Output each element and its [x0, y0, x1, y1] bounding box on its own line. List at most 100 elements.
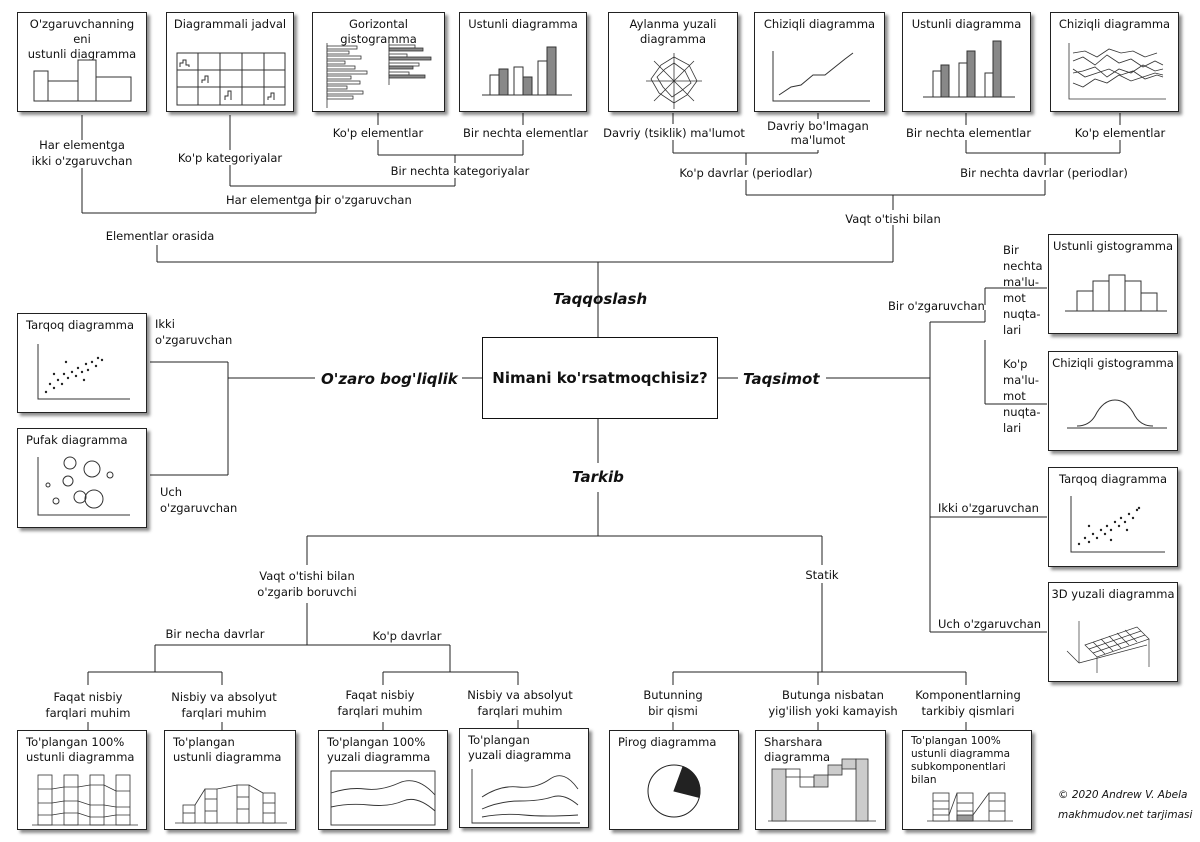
label-relative-absolute-2: Nisbiy va absolyut farqlari muhim [467, 688, 573, 718]
scatter-chart-icon [1070, 496, 1165, 553]
label-among-items: Elementlar orasida [105, 229, 215, 243]
chart-title: Diagrammali jadval [173, 17, 287, 31]
chart-title: Chiziqli gistogramma [1052, 356, 1174, 370]
label-few-periods: Bir nechta davrlar (periodlar) [960, 166, 1128, 180]
label-dist-two-vars: Ikki o'zgaruvchan [938, 501, 1039, 515]
line-chart-card-2: Chiziqli diagramma [1050, 12, 1179, 112]
label-many-periods-composition: Ko'p davrlar [372, 629, 442, 643]
line-histogram-card: Chiziqli gistogramma [1048, 351, 1178, 451]
column-chart-icon [482, 46, 572, 96]
line-histogram-icon [1067, 399, 1167, 429]
chart-title: To'plangan ustunli diagramma [173, 735, 282, 764]
line-chart-card-1: Chiziqli diagramma [754, 12, 885, 112]
chart-title: Chiziqli diagramma [1058, 17, 1171, 31]
variable-width-column-chart-card: O'zgaruvchanning eni ustunli diagramma [17, 12, 147, 112]
table-embedded-icon [176, 52, 286, 106]
category-distribution: Taqsimot [743, 370, 820, 388]
category-composition: Tarkib [572, 468, 624, 486]
label-few-items-1: Bir nechta elementlar [463, 126, 589, 140]
chart-title: Ustunli diagramma [911, 17, 1022, 31]
chart-title: 3D yuzali diagramma [1051, 587, 1175, 601]
label-relative-absolute-1: Nisbiy va absolyut farqlari muhim [171, 690, 277, 720]
label-few-periods-composition: Bir necha davrlar [165, 627, 265, 641]
pie-chart-card: Pirog diagramma [609, 730, 739, 830]
label-dist-three-vars: Uch o'zgaruvchan [938, 617, 1042, 631]
scatter-chart-card-relationship: Tarqoq diagramma [17, 313, 147, 413]
chart-title: Tarqoq diagramma [26, 318, 135, 332]
category-relationship: O'zaro bog'liqlik [321, 370, 458, 388]
chart-title: Pirog diagramma [618, 735, 717, 749]
chart-title: O'zgaruvchanning eni ustunli diagramma [27, 17, 137, 61]
chart-title: To'plangan yuzali diagramma [468, 733, 572, 762]
scatter-chart-icon [37, 344, 130, 400]
chart-title: Tarqoq diagramma [1058, 472, 1168, 486]
stacked-100-subcomponents-icon [927, 792, 1013, 822]
chart-title: Aylanma yuzali diagramma [629, 17, 717, 46]
waterfall-chart-icon [768, 758, 876, 822]
label-two-vars-per-item: Har elementga ikki o'zgaruvchan [31, 138, 133, 168]
chart-title: To'plangan 100% ustunli diagramma subkom… [911, 735, 1011, 786]
label-one-var-per-item: Har elementga bir o'zgaruvchan [226, 193, 412, 207]
radar-chart-card: Aylanma yuzali diagramma [608, 12, 738, 112]
label-many-categories: Ko'p kategoriyalar [177, 151, 283, 165]
stacked-column-card: To'plangan ustunli diagramma [164, 730, 296, 830]
label-non-cyclical-data: Davriy bo'lmagan ma'lumot [767, 119, 869, 147]
label-few-items-2: Bir nechta elementlar [906, 126, 1032, 140]
column-histogram-card: Ustunli gistogramma [1048, 234, 1178, 334]
stacked-column-icon [175, 784, 287, 824]
stacked-100-area-card: To'plangan 100% yuzali diagramma [318, 730, 448, 830]
central-question: Nimani ko'rsatmoqchisiz? [482, 337, 718, 419]
multi-line-chart-icon [1068, 43, 1166, 100]
horizontal-bar-chart-card: Gorizontal gistogramma [312, 12, 445, 112]
stacked-area-icon [471, 769, 580, 824]
label-share-of-total: Butunning bir qismi [643, 688, 703, 718]
3d-surface-chart-card: 3D yuzali diagramma [1048, 582, 1178, 682]
label-rel-two-vars: Ikki o'zgaruvchan [155, 317, 233, 347]
column-histogram-icon [1065, 274, 1167, 312]
stacked-100-column-card: To'plangan 100% ustunli diagramma [17, 730, 147, 830]
horizontal-bar-icon [326, 43, 432, 108]
stacked-area-card: To'plangan yuzali diagramma [459, 728, 589, 828]
bubble-chart-card: Pufak diagramma [17, 428, 147, 528]
waterfall-chart-card: Sharshara diagramma [755, 730, 886, 830]
radar-chart-icon [646, 53, 702, 109]
stacked-100-column-icon [32, 774, 138, 826]
label-dist-many-points: Ko'p ma'lu- mot nuqta- lari [1003, 357, 1041, 435]
label-dist-one-var: Bir o'zgaruvchan [888, 299, 985, 313]
label-cyclical-data: Davriy (tsiklik) ma'lumot [603, 126, 745, 140]
chart-title: To'plangan 100% yuzali diagramma [327, 735, 431, 764]
line-chart-icon [772, 51, 870, 102]
chart-title: Gorizontal gistogramma [340, 17, 417, 46]
copyright-credit: © 2020 Andrew V. Abela [1058, 789, 1188, 801]
chart-title: Pufak diagramma [26, 433, 128, 447]
label-rel-three-vars: Uch o'zgaruvchan [160, 485, 238, 515]
variable-width-column-icon [33, 59, 132, 102]
label-many-items-1: Ko'p elementlar [332, 126, 424, 140]
column-chart-card-2: Ustunli diagramma [902, 12, 1031, 112]
label-static: Statik [805, 568, 839, 582]
table-embedded-chart-card: Diagrammali jadval [166, 12, 294, 112]
column-chart-card-1: Ustunli diagramma [459, 12, 587, 112]
stacked-100-area-icon [330, 770, 436, 826]
label-over-time: Vaqt o'tishi bilan [845, 212, 941, 226]
chart-title: Ustunli diagramma [468, 17, 578, 31]
label-changing-over-time: Vaqt o'tishi bilan o'zgarib boruvchi [257, 569, 357, 599]
3d-surface-icon [1066, 621, 1150, 673]
chart-title: Ustunli gistogramma [1052, 239, 1174, 253]
label-components: Komponentlarning tarkibiy qismlari [915, 688, 1021, 718]
chart-title: Sharshara diagramma [764, 735, 831, 764]
label-accumulation: Butunga nisbatan yig'ilish yoki kamayish [768, 688, 898, 718]
scatter-chart-card-distribution: Tarqoq diagramma [1048, 467, 1178, 567]
label-dist-few-points: Bir nechta ma'lu- mot nuqta- lari [1003, 243, 1043, 337]
bubble-chart-icon [37, 456, 130, 516]
label-many-periods: Ko'p davrlar (periodlar) [679, 166, 813, 180]
chart-title: Chiziqli diagramma [763, 17, 876, 31]
label-few-categories: Bir nechta kategoriyalar [390, 164, 530, 178]
label-relative-only-1: Faqat nisbiy farqlari muhim [45, 690, 131, 720]
category-comparison: Taqqoslash [553, 290, 648, 308]
label-relative-only-2: Faqat nisbiy farqlari muhim [337, 688, 423, 718]
stacked-100-subcomponents-card: To'plangan 100% ustunli diagramma subkom… [902, 730, 1032, 830]
translation-credit: makhmudov.net tarjimasi [1058, 809, 1193, 821]
label-many-items-2: Ko'p elementlar [1074, 126, 1166, 140]
